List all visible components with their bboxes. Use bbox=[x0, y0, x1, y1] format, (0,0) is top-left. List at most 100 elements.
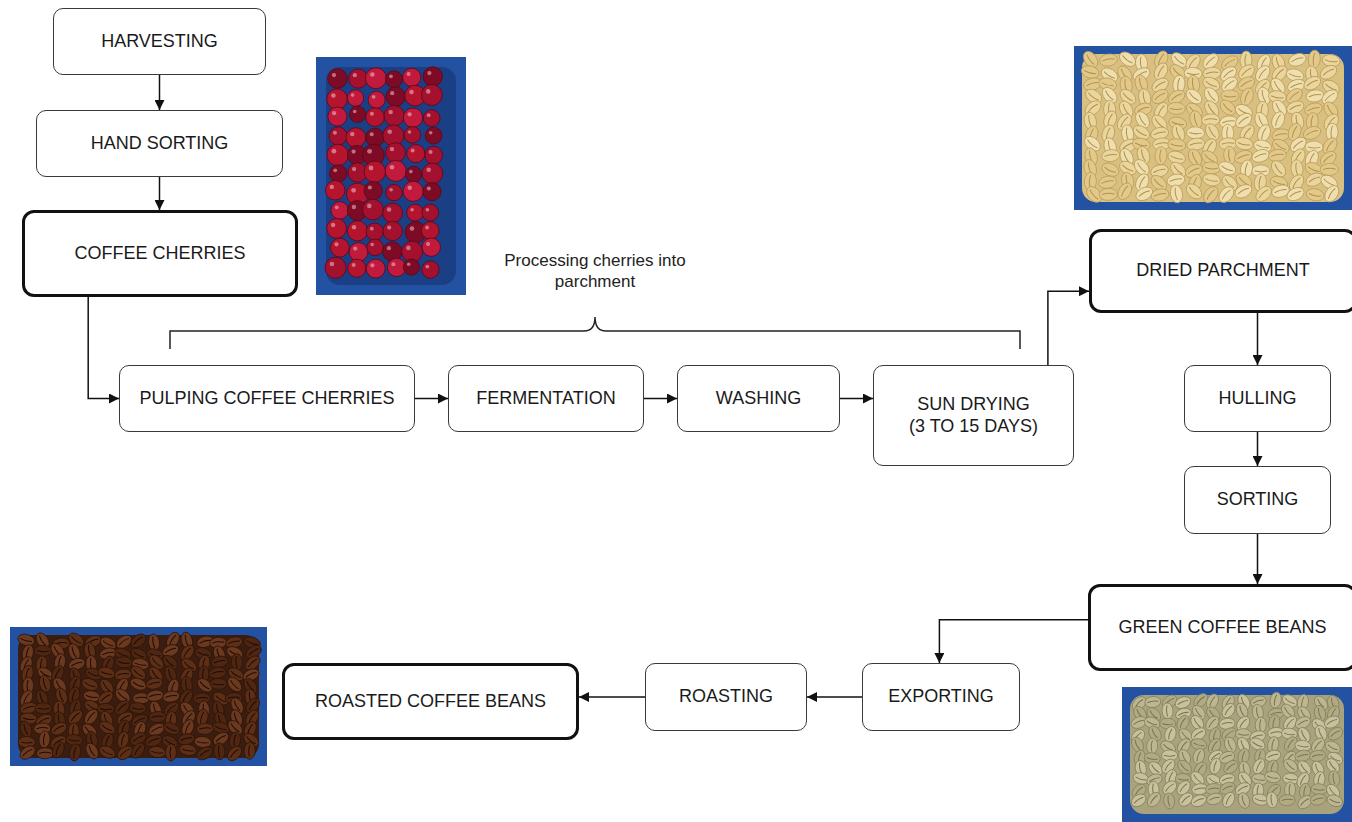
process-box: WASHING bbox=[677, 365, 840, 432]
bean-body bbox=[97, 743, 117, 760]
cherry-highlight bbox=[387, 207, 391, 211]
bean-crease bbox=[1228, 149, 1230, 162]
bean-crease bbox=[1178, 779, 1189, 781]
bean-crease bbox=[1126, 128, 1129, 141]
cherry bbox=[421, 222, 439, 240]
bean-body bbox=[1217, 159, 1238, 177]
bean bbox=[194, 744, 214, 762]
bean-body bbox=[1189, 793, 1208, 809]
bean-crease bbox=[1170, 156, 1182, 160]
bean-body bbox=[68, 743, 82, 762]
bean-crease bbox=[1181, 795, 1190, 803]
bean-body bbox=[225, 744, 245, 764]
bean-crease bbox=[1171, 93, 1182, 101]
bean-crease bbox=[169, 635, 176, 646]
bean-crease bbox=[1274, 188, 1286, 192]
bean-body bbox=[1201, 184, 1221, 206]
bean bbox=[149, 711, 167, 723]
bean-crease bbox=[1137, 106, 1149, 111]
bean-crease bbox=[1157, 105, 1164, 116]
bean-crease bbox=[230, 723, 239, 732]
bean-crease bbox=[1254, 153, 1266, 158]
bean-crease bbox=[23, 724, 28, 736]
bean-crease bbox=[1323, 179, 1334, 187]
bean-crease bbox=[1327, 719, 1337, 725]
bean-crease bbox=[1252, 742, 1262, 748]
bean-crease bbox=[1286, 762, 1295, 770]
bean-body bbox=[1264, 770, 1282, 784]
photo-tray bbox=[18, 635, 259, 758]
bean-crease bbox=[1318, 708, 1322, 719]
bean-body bbox=[1167, 137, 1187, 152]
bean-crease bbox=[1261, 90, 1266, 102]
bean-crease bbox=[1221, 166, 1233, 172]
bean-crease bbox=[1258, 189, 1268, 198]
process-box: ROASTING bbox=[645, 663, 807, 731]
cherry-highlight bbox=[407, 72, 411, 76]
bean-crease bbox=[168, 669, 173, 681]
bean-crease bbox=[1164, 755, 1175, 757]
bean-body bbox=[1305, 187, 1325, 202]
bean-crease bbox=[1162, 724, 1173, 725]
cherry-highlight bbox=[332, 149, 337, 154]
cherry-highlight bbox=[411, 148, 415, 152]
bean-crease bbox=[1271, 96, 1284, 99]
bean-body bbox=[1302, 74, 1324, 93]
cherry bbox=[330, 238, 349, 257]
bean-crease bbox=[1258, 176, 1261, 189]
bean bbox=[1325, 793, 1344, 809]
process-box: FERMENTATION bbox=[448, 365, 644, 432]
flow-arrow bbox=[88, 297, 119, 399]
bean-crease bbox=[1107, 113, 1112, 125]
cherry bbox=[423, 110, 440, 127]
bean-crease bbox=[135, 697, 147, 698]
bean-crease bbox=[1274, 694, 1277, 705]
bean-body bbox=[1285, 185, 1306, 204]
flow-arrow bbox=[939, 620, 1088, 663]
bean bbox=[213, 743, 225, 761]
bean bbox=[128, 631, 148, 650]
cherry-highlight bbox=[390, 147, 394, 151]
bean-body bbox=[1309, 792, 1327, 807]
bean-crease bbox=[21, 742, 33, 743]
cherry bbox=[349, 69, 368, 88]
bean-crease bbox=[120, 748, 130, 756]
cherry bbox=[386, 184, 402, 200]
bean-crease bbox=[1104, 154, 1117, 157]
cherry-highlight bbox=[351, 93, 355, 97]
bean bbox=[1201, 184, 1221, 206]
bean-crease bbox=[133, 735, 144, 742]
cherry bbox=[386, 143, 406, 163]
cherry bbox=[328, 69, 348, 89]
bean-crease bbox=[1180, 741, 1187, 751]
bean-body bbox=[210, 678, 227, 689]
bean-body bbox=[1099, 53, 1119, 68]
box-label: HARVESTING bbox=[101, 31, 218, 53]
bean-crease bbox=[1323, 154, 1333, 163]
bean-body bbox=[1205, 791, 1223, 806]
bean-crease bbox=[1272, 717, 1275, 728]
bean-crease bbox=[1101, 180, 1114, 183]
bean-crease bbox=[1312, 754, 1323, 757]
cherry-highlight bbox=[370, 227, 374, 231]
bean-crease bbox=[1101, 83, 1113, 87]
bean bbox=[129, 740, 148, 760]
bean-crease bbox=[1154, 118, 1163, 128]
cherry-highlight bbox=[332, 111, 336, 115]
bean-crease bbox=[185, 722, 191, 733]
bean-crease bbox=[1224, 706, 1232, 715]
bean bbox=[146, 689, 165, 703]
bean-crease bbox=[180, 737, 192, 741]
cherry bbox=[325, 257, 346, 278]
bean-crease bbox=[1175, 127, 1180, 139]
bean-body bbox=[1202, 161, 1221, 174]
cherry-highlight bbox=[367, 149, 372, 154]
bean-crease bbox=[1245, 54, 1247, 67]
photo-tray bbox=[1082, 54, 1344, 202]
bean bbox=[148, 745, 166, 758]
bean bbox=[1154, 146, 1167, 165]
cherry-highlight bbox=[387, 130, 392, 135]
cherry-highlight bbox=[350, 132, 354, 136]
bean-crease bbox=[151, 751, 163, 754]
bean-body bbox=[1266, 791, 1279, 808]
